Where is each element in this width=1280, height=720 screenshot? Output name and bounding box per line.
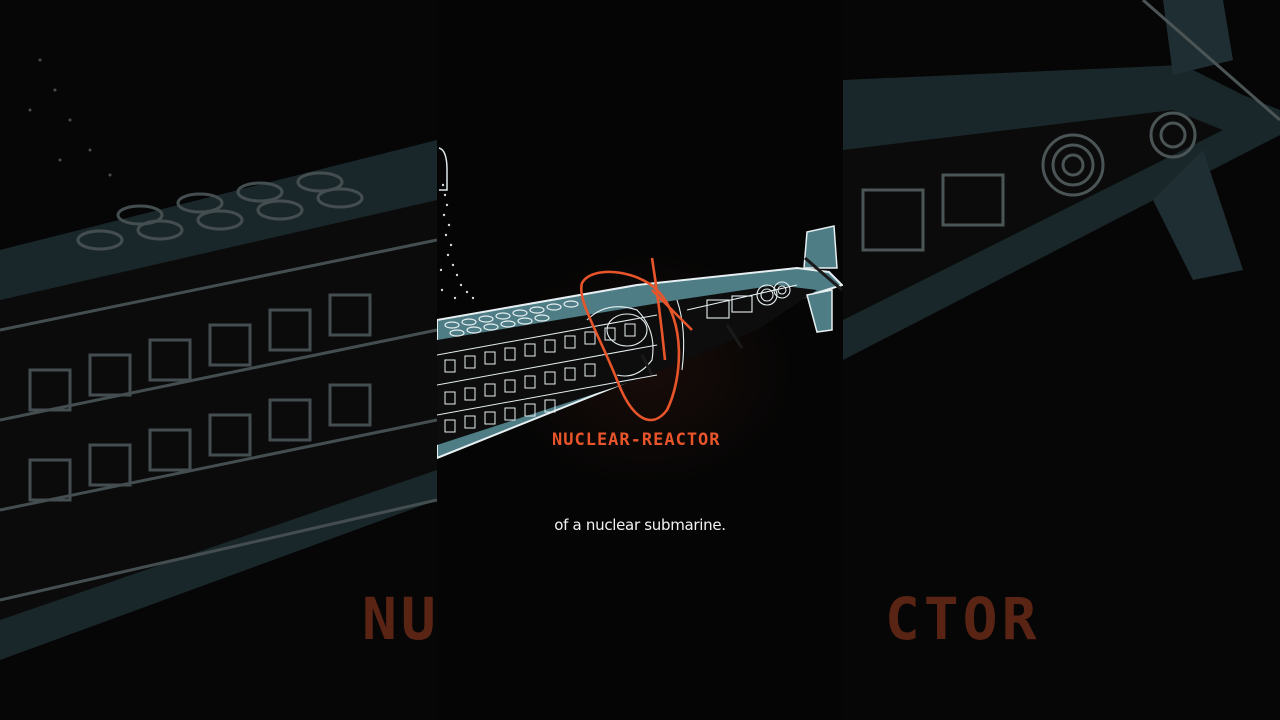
- submarine-zoom-illustration-left: [0, 58, 437, 660]
- missile-hatches: [444, 300, 579, 337]
- missile-tubes: [437, 314, 658, 433]
- upper-tail-fin: [803, 225, 838, 269]
- subtitle-caption: of a nuclear submarine.: [554, 516, 726, 534]
- periscope-outline: [438, 147, 448, 191]
- submarine-cutaway-diagram: [437, 147, 843, 460]
- nuclear-reactor-label: NUCLEAR-REACTOR: [552, 430, 721, 450]
- bubble-trail: [439, 183, 475, 300]
- submarine-zoom-illustration-right: [843, 0, 1280, 360]
- hull-cutaway: [437, 285, 817, 445]
- video-frame: NUCLEAR-REACTOR of a nuclear submarine.: [437, 0, 843, 720]
- reactor-and-engine: [586, 281, 798, 377]
- lower-tail-fin: [806, 289, 833, 333]
- control-rods: [640, 256, 843, 376]
- blurred-background-left: [0, 0, 437, 720]
- blurred-background-right: [843, 0, 1280, 720]
- reactor-highlight-ring: [579, 257, 693, 422]
